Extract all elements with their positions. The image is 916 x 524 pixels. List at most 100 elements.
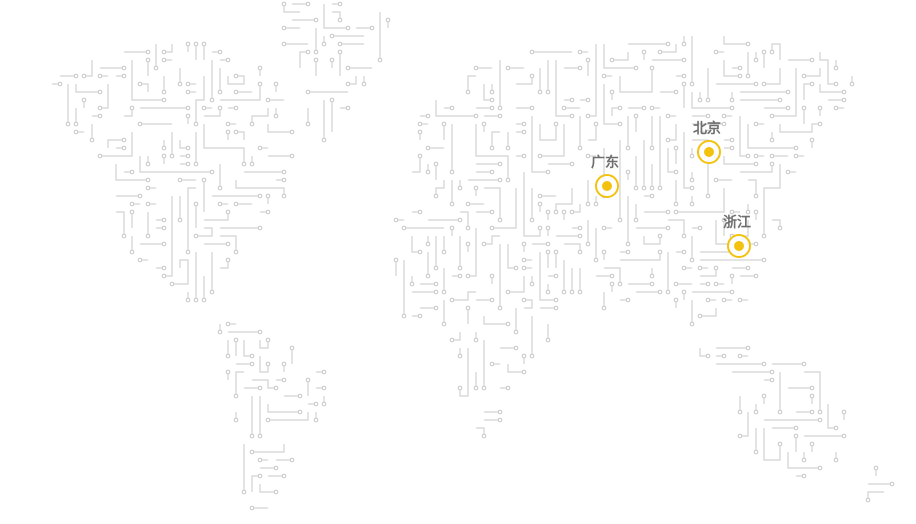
circuit-pad — [137, 257, 143, 263]
circuit-trace — [435, 100, 476, 117]
circuit-pad — [185, 145, 191, 151]
circuit-pad — [289, 129, 295, 135]
circuit-pad — [129, 209, 135, 215]
circuit-pad — [505, 321, 511, 327]
circuit-trace — [460, 211, 469, 228]
circuit-pad — [753, 81, 759, 87]
circuit-pad — [521, 153, 527, 159]
circuit-pad — [537, 201, 543, 207]
circuit-pad — [233, 249, 239, 255]
circuit-pad — [745, 153, 751, 159]
circuit-pad — [553, 273, 559, 279]
circuit-pad — [665, 113, 671, 119]
circuit-pad — [481, 433, 487, 439]
circuit-pad — [841, 97, 847, 103]
circuit-pad — [449, 201, 455, 207]
circuit-pad — [505, 145, 511, 151]
circuit-pad — [633, 65, 639, 71]
circuit-pad — [817, 121, 823, 127]
circuit-trace — [107, 139, 124, 148]
circuit-trace — [555, 188, 573, 212]
circuit-pad — [321, 41, 327, 47]
circuit-pad — [841, 89, 847, 95]
circuit-pad — [121, 73, 127, 79]
circuit-trace — [612, 52, 629, 61]
circuit-pad — [689, 153, 695, 159]
circuit-pad — [793, 425, 799, 431]
circuit-pad — [705, 129, 711, 135]
circuit-pad — [473, 185, 479, 191]
circuit-pad — [305, 49, 311, 55]
circuit-trace — [524, 299, 533, 309]
circuit-pad — [457, 265, 463, 271]
circuit-pad — [457, 185, 463, 191]
circuit-pad — [177, 177, 183, 183]
circuit-pad — [753, 449, 759, 455]
circuit-pad — [665, 209, 671, 215]
circuit-trace — [236, 131, 245, 140]
circuit-pad — [185, 161, 191, 167]
circuit-trace — [723, 60, 740, 77]
circuit-pad — [785, 89, 791, 95]
circuit-pad — [721, 121, 727, 127]
circuit-pad — [649, 185, 655, 191]
circuit-pad — [377, 57, 383, 63]
circuit-pad — [73, 129, 79, 135]
circuit-pad — [657, 185, 663, 191]
circuit-pad — [265, 209, 271, 215]
circuit-pad — [641, 185, 647, 191]
circuit-pad — [385, 17, 391, 23]
circuit-pad — [297, 393, 303, 399]
circuit-pad — [753, 153, 759, 159]
circuit-pad — [777, 97, 783, 103]
circuit-pad — [425, 145, 431, 151]
circuit-pad — [577, 289, 583, 295]
circuit-pad — [737, 409, 743, 415]
circuit-pad — [329, 97, 335, 103]
circuit-trace — [259, 356, 269, 373]
circuit-pad — [769, 137, 775, 143]
circuit-trace — [771, 43, 781, 60]
circuit-pad — [313, 57, 319, 63]
circuit-pad — [617, 281, 623, 287]
circuit-pad — [521, 369, 527, 375]
circuit-pad — [345, 105, 351, 111]
circuit-pad — [665, 41, 671, 47]
circuit-trace — [492, 188, 517, 229]
circuit-pad — [273, 489, 279, 495]
circuit-pad — [649, 145, 655, 151]
circuit-pad — [465, 201, 471, 207]
circuit-pad — [233, 417, 239, 423]
circuit-pad — [753, 273, 759, 279]
circuit-pad — [345, 81, 351, 87]
circuit-trace — [75, 84, 100, 93]
circuit-pad — [313, 401, 319, 407]
circuit-pad — [129, 249, 135, 255]
circuit-pad — [649, 65, 655, 71]
circuit-pad — [337, 41, 343, 47]
circuit-pad — [161, 217, 167, 223]
circuit-trace — [411, 236, 420, 253]
circuit-pad — [577, 249, 583, 255]
circuit-pad — [521, 129, 527, 135]
circuit-pad — [281, 1, 287, 7]
circuit-trace — [531, 116, 548, 173]
circuit-pad — [577, 233, 583, 239]
circuit-trace — [475, 124, 509, 180]
circuit-pad — [521, 265, 527, 271]
circuit-pad — [185, 81, 191, 87]
circuit-pad — [185, 249, 191, 255]
circuit-pad — [673, 297, 679, 303]
circuit-pad — [81, 97, 87, 103]
circuit-pad — [393, 257, 399, 263]
circuit-pad — [513, 329, 519, 335]
circuit-pad — [321, 137, 327, 143]
circuit-pad — [705, 193, 711, 199]
circuit-pad — [833, 457, 839, 463]
circuit-pad — [217, 49, 223, 55]
circuit-pad — [401, 313, 407, 319]
circuit-pad — [281, 377, 287, 383]
circuit-pad — [553, 249, 559, 255]
circuit-pad — [529, 73, 535, 79]
circuit-trace — [508, 276, 525, 293]
